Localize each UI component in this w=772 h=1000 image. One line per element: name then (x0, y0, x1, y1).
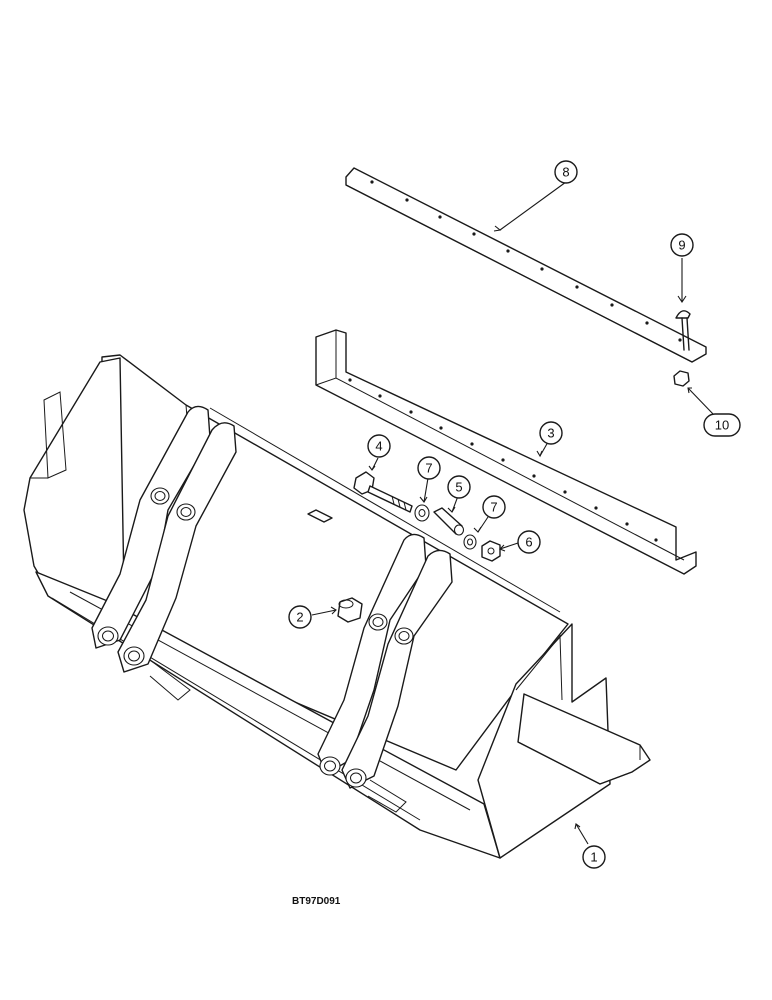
callout-5-label: 5 (455, 480, 462, 495)
bolt-nut (673, 370, 690, 387)
callout-7-upper: 7 (417, 456, 441, 480)
callout-6: 6 (517, 530, 541, 554)
callout-7-upper-label: 7 (425, 461, 432, 476)
callout-4-label: 4 (375, 439, 382, 454)
callout-1: 1 (582, 845, 606, 869)
cutting-edge-strip (345, 167, 707, 363)
callout-7-lower-label: 7 (490, 500, 497, 515)
callout-8: 8 (554, 160, 578, 184)
callout-7-lower: 7 (482, 495, 506, 519)
callout-9-label: 9 (678, 238, 685, 253)
washer-upper (414, 504, 430, 522)
callout-6-label: 6 (525, 535, 532, 550)
callout-3: 3 (539, 421, 563, 445)
callout-2-label: 2 (296, 610, 303, 625)
callout-4: 4 (367, 434, 391, 458)
right-mounting-ears (317, 533, 453, 813)
callout-5: 5 (447, 475, 471, 499)
washer-lower (463, 534, 477, 550)
mounting-nut (481, 540, 501, 562)
callout-10: 10 (703, 413, 741, 437)
edge-bracket-holes (348, 378, 658, 542)
edge-bracket (315, 329, 697, 575)
bushing (337, 597, 363, 623)
callout-10-label: 10 (715, 418, 729, 433)
callout-2: 2 (288, 605, 312, 629)
callout-1-label: 1 (590, 850, 597, 865)
left-mounting-ears (91, 405, 237, 701)
plow-bolt (675, 310, 691, 351)
mounting-bolt (353, 471, 413, 513)
callout-3-label: 3 (547, 426, 554, 441)
callout-9: 9 (670, 233, 694, 257)
cutting-edge-holes (370, 180, 682, 342)
spacer-sleeve (433, 507, 465, 536)
callout-8-label: 8 (562, 165, 569, 180)
figure-reference-code: BT97D091 (292, 896, 341, 907)
